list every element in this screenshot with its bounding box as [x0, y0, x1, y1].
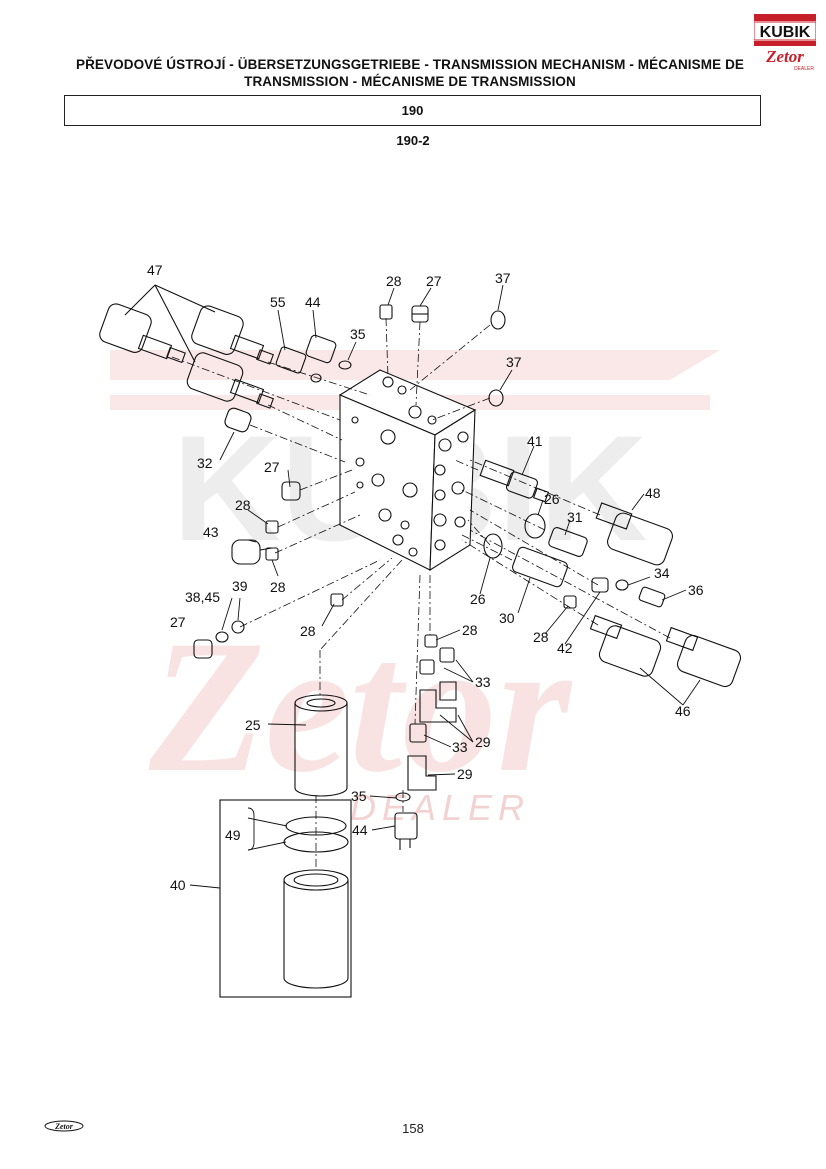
part-55 — [275, 346, 307, 374]
callout-38-45: 38,45 — [185, 589, 220, 605]
solenoid-valve-48 — [595, 502, 673, 566]
callout-28-left: 28 — [235, 497, 251, 513]
fitting-33b — [409, 723, 427, 743]
callout-35-lower: 35 — [351, 788, 367, 804]
page-title: PŘEVODOVÉ ÚSTROJÍ - ÜBERSETZUNGSGETRIEBE… — [60, 56, 760, 90]
plug-28-lower-left — [265, 547, 279, 561]
o-ring-35-upper — [338, 360, 352, 370]
callout-41: 41 — [527, 433, 543, 449]
subsection-number: 190-2 — [396, 133, 430, 148]
callout-26-upper: 26 — [544, 491, 560, 507]
callout-55: 55 — [270, 294, 286, 310]
o-ring-34 — [615, 579, 629, 591]
callout-30: 30 — [499, 610, 515, 626]
callout-28-lower-left: 28 — [270, 579, 286, 595]
page-number: 158 — [402, 1121, 424, 1136]
callout-33-lower: 33 — [452, 739, 468, 755]
title-line-2: TRANSMISSION - MÉCANISME DE TRANSMISSION — [244, 74, 576, 89]
solenoid-valve-47a — [99, 303, 186, 364]
solenoid-valve-47b — [191, 305, 274, 365]
part-38-45 — [215, 631, 229, 643]
callout-26-lower: 26 — [470, 591, 486, 607]
callout-34: 34 — [654, 565, 670, 581]
filter-canister-40 — [283, 869, 349, 989]
plug-28-right — [563, 595, 577, 609]
plug-27-top — [411, 305, 429, 323]
kubik-zetor-logo: KUBIK Zetor DEALER — [754, 14, 816, 72]
callout-37-mid: 37 — [506, 354, 522, 370]
fitting-42 — [591, 577, 609, 593]
plug-27-left — [281, 481, 301, 501]
callout-28-right: 28 — [533, 629, 549, 645]
callout-27-lower: 27 — [170, 614, 186, 630]
callout-39: 39 — [232, 578, 248, 594]
o-ring-26a — [524, 513, 546, 539]
callout-27-top: 27 — [426, 273, 442, 289]
callout-40: 40 — [170, 877, 186, 893]
valve-30 — [511, 546, 569, 588]
valve-41 — [479, 459, 550, 503]
callout-27-left: 27 — [264, 459, 280, 475]
callout-28-lower-fitting: 28 — [462, 622, 478, 638]
callout-29-lower: 29 — [457, 766, 473, 782]
callout-25: 25 — [245, 717, 261, 733]
svg-text:Zetor: Zetor — [765, 47, 804, 66]
callout-43: 43 — [203, 524, 219, 540]
solenoid-valve-46b — [665, 626, 742, 688]
callout-44-lower: 44 — [352, 822, 368, 838]
section-number-box: 190 — [64, 95, 761, 126]
callout-32: 32 — [197, 455, 213, 471]
plug-28-below — [330, 593, 344, 607]
plug-28-left — [265, 520, 279, 534]
valve-block — [338, 369, 477, 572]
filter-25 — [294, 694, 348, 797]
svg-text:DEALER: DEALER — [794, 66, 814, 72]
callout-48: 48 — [645, 485, 661, 501]
elbow-29a — [419, 681, 457, 723]
solenoid-valve-47c — [186, 352, 274, 409]
solenoid-valve-46a — [589, 614, 662, 677]
callout-28-top: 28 — [386, 273, 402, 289]
fitting-33a — [419, 647, 455, 675]
o-ring-37b — [488, 389, 504, 407]
o-ring-37a — [490, 310, 506, 330]
callout-31: 31 — [567, 509, 583, 525]
svg-text:Zetor: Zetor — [54, 1122, 74, 1131]
sensor-36 — [638, 586, 666, 608]
part-44-upper — [305, 334, 337, 364]
callout-35-top: 35 — [350, 326, 366, 342]
callout-49: 49 — [225, 827, 241, 843]
callout-29-upper: 29 — [475, 734, 491, 750]
footer-zetor-logo: Zetor — [44, 1120, 84, 1132]
callout-33-upper: 33 — [475, 674, 491, 690]
callout-46: 46 — [675, 703, 691, 719]
fitting-32 — [224, 407, 252, 433]
o-ring-26b — [483, 533, 503, 559]
fitting-28-lower — [424, 634, 438, 648]
ball-39 — [231, 620, 245, 634]
callout-28-below: 28 — [300, 623, 316, 639]
callout-42: 42 — [557, 640, 573, 656]
callout-36: 36 — [688, 582, 704, 598]
callout-44-top: 44 — [305, 294, 321, 310]
title-line-1: PŘEVODOVÉ ÚSTROJÍ - ÜBERSETZUNGSGETRIEBE… — [75, 57, 745, 72]
switch-44-lower — [394, 812, 418, 850]
sensor-31 — [548, 527, 588, 557]
plug-27-lower — [193, 639, 213, 659]
svg-text:KUBIK: KUBIK — [760, 24, 811, 41]
callout-47: 47 — [147, 262, 163, 278]
elbow-29b — [407, 755, 437, 791]
filter-kit-box — [219, 799, 352, 998]
callout-37-top: 37 — [495, 270, 511, 286]
plug-28-top — [379, 304, 393, 320]
